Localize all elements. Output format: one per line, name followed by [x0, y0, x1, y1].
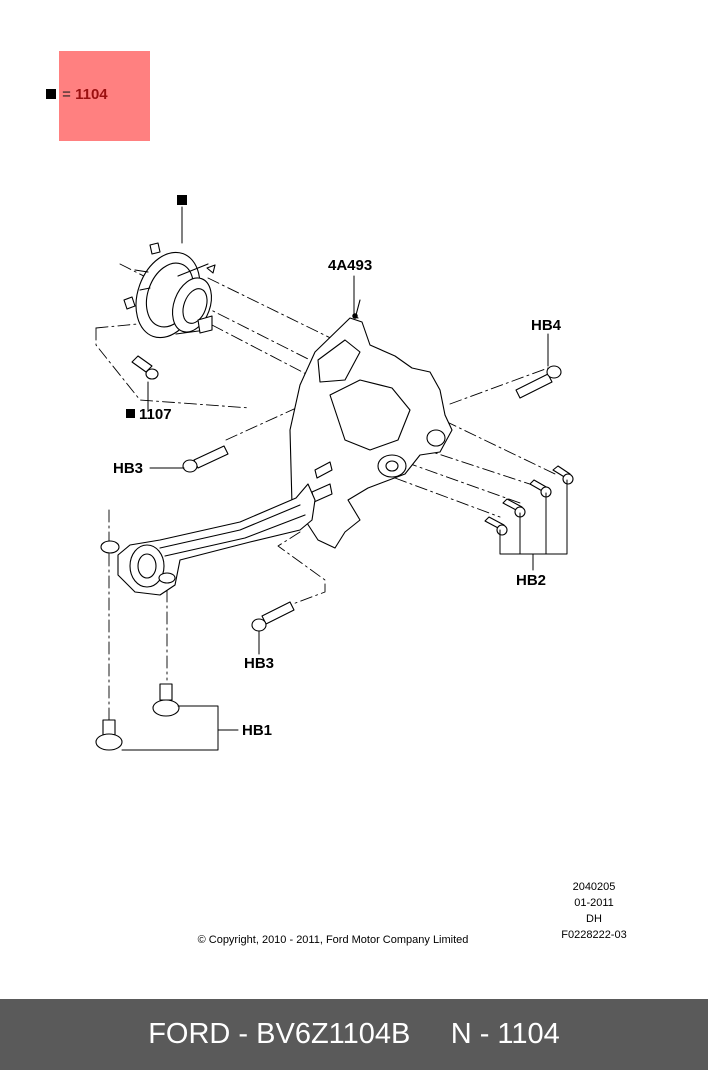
label-hb3-upper: HB3 — [113, 460, 143, 477]
hub-marker-square-icon — [177, 195, 187, 205]
legend-equals: = — [62, 86, 71, 103]
drawing-info-line: DH — [586, 913, 602, 925]
trailing-arm — [100, 483, 316, 596]
rear-knuckle — [289, 299, 453, 549]
bolts-hb1 — [95, 683, 180, 751]
label-4a493: 4A493 — [328, 257, 372, 274]
label-hb1: HB1 — [242, 722, 272, 739]
drawing-info-line: F0228222-03 — [561, 929, 627, 941]
exploded-parts-diagram: 4A493 HB4 1107 HB3 HB2 HB3 HB1 — [95, 195, 574, 751]
bolt-hb3-lower — [251, 601, 295, 632]
bolt-hb4 — [515, 365, 562, 399]
highlight-box — [59, 51, 150, 141]
legend-square-icon — [46, 88, 56, 99]
label-hb4: HB4 — [531, 317, 562, 334]
drawing-info: 2040205 01-2011 DH F0228222-03 — [548, 879, 640, 943]
bolt-1107 — [131, 355, 159, 380]
copyright-text: © Copyright, 2010 - 2011, Ford Motor Com… — [197, 934, 469, 946]
legend-part-number: 1104 — [75, 86, 108, 103]
label-1107: 1107 — [139, 406, 172, 423]
leader-lines — [121, 206, 568, 751]
bolts-hb2 — [484, 465, 574, 536]
drawing-info-line: 2040205 — [572, 881, 616, 893]
footer-part-number: FORD - BV6Z1104B — [148, 1018, 411, 1050]
footer-reference: N - 1104 — [450, 1018, 560, 1050]
drawing-info-line: 01-2011 — [574, 897, 614, 909]
footer-bar: FORD - BV6Z1104B N - 1104 — [0, 999, 708, 1070]
label-hb2: HB2 — [516, 572, 546, 589]
bolt-hb3-upper — [182, 445, 229, 473]
wheel-hub-bearing — [123, 242, 216, 339]
label-hb3-lower: HB3 — [244, 655, 274, 672]
legend: = 1104 — [46, 86, 108, 103]
label-1107-square-icon — [126, 409, 135, 418]
